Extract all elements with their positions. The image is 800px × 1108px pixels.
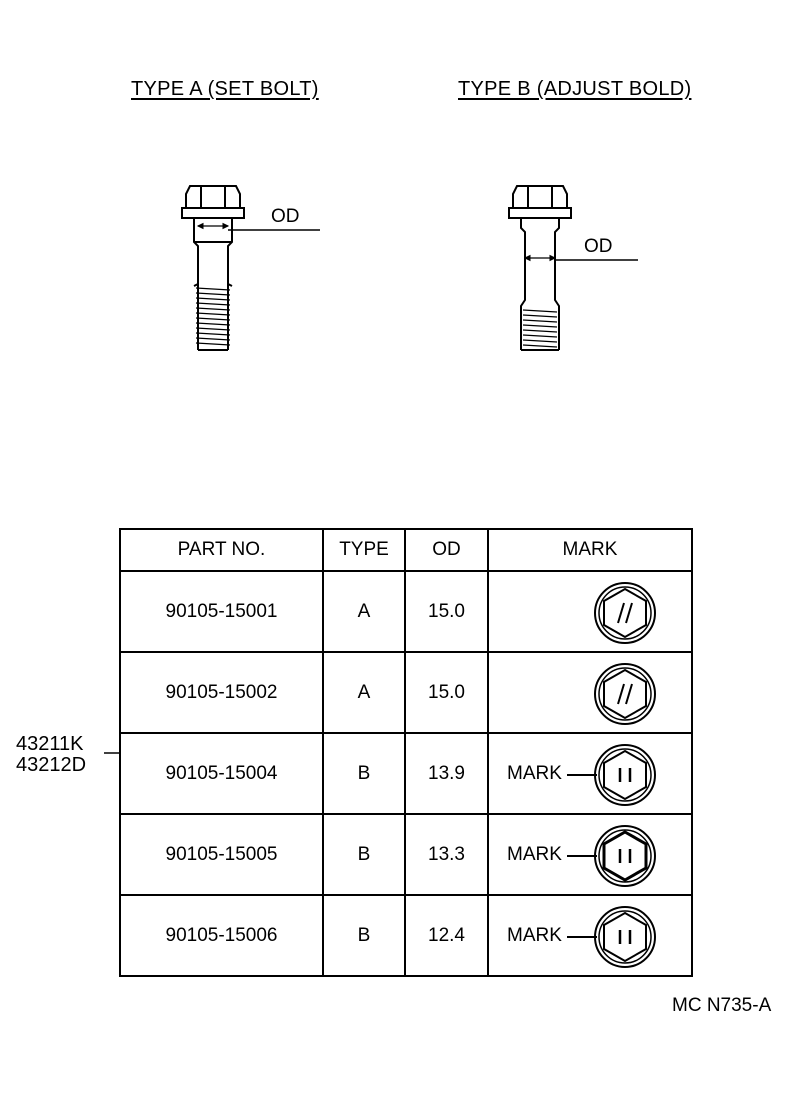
figure-code: MC N735-A (672, 995, 772, 1016)
bolt-head-bar-mark-icon (594, 906, 656, 968)
od-cell: 15.0 (404, 651, 489, 734)
type-cell: B (322, 813, 406, 896)
mark-callout-label: MARK (507, 844, 562, 865)
type-a-bolt-drawing (181, 185, 320, 351)
bolt-head-bar-mark-icon (594, 744, 656, 806)
type-cell: A (322, 570, 406, 653)
type-cell: A (322, 651, 406, 734)
od-cell: 15.0 (404, 570, 489, 653)
mark-callout-label: MARK (507, 763, 562, 784)
table-row: 90105-15006 B 12.4 MARK (119, 894, 693, 977)
type-b-bolt-drawing (508, 185, 638, 351)
mark-leader-line (567, 936, 597, 938)
table-header-row: PART NO. TYPE OD MARK (119, 528, 693, 572)
table-row: 90105-15002 A 15.0 (119, 651, 693, 734)
od-cell: 13.3 (404, 813, 489, 896)
type-cell: B (322, 732, 406, 815)
part-no-cell: 90105-15005 (119, 813, 324, 896)
parts-table: PART NO. TYPE OD MARK 90105-15001 A 15.0… (119, 528, 693, 977)
od-label-type-b: OD (584, 236, 613, 257)
assembly-ref-1: 43211K (16, 733, 84, 755)
table-row: 90105-15005 B 13.3 MARK (119, 813, 693, 896)
bolt-head-bar-mark-icon (594, 825, 656, 887)
part-no-cell: 90105-15004 (119, 732, 324, 815)
mark-cell (487, 651, 693, 734)
mark-callout-label: MARK (507, 925, 562, 946)
header-mark: MARK (487, 528, 693, 572)
type-cell: B (322, 894, 406, 977)
mark-cell: MARK (487, 732, 693, 815)
type-a-title: TYPE A (SET BOLT) (131, 78, 319, 100)
mark-leader-line (567, 855, 597, 857)
part-no-cell: 90105-15001 (119, 570, 324, 653)
table-row: 90105-15004 B 13.9 MARK (119, 732, 693, 815)
header-part-no: PART NO. (119, 528, 324, 572)
mark-leader-line (567, 774, 597, 776)
od-label-type-a: OD (271, 206, 300, 227)
bolt-head-slash-mark-icon (594, 582, 656, 644)
bolt-head-slash-mark-icon (594, 663, 656, 725)
header-od: OD (404, 528, 489, 572)
mark-cell: MARK (487, 894, 693, 977)
mark-cell: MARK (487, 813, 693, 896)
part-no-cell: 90105-15006 (119, 894, 324, 977)
header-type: TYPE (322, 528, 406, 572)
od-cell: 13.9 (404, 732, 489, 815)
table-row: 90105-15001 A 15.0 (119, 570, 693, 653)
mark-cell (487, 570, 693, 653)
od-cell: 12.4 (404, 894, 489, 977)
type-b-title: TYPE B (ADJUST BOLD) (458, 78, 692, 100)
assembly-ref-2: 43212D (16, 754, 87, 776)
part-no-cell: 90105-15002 (119, 651, 324, 734)
